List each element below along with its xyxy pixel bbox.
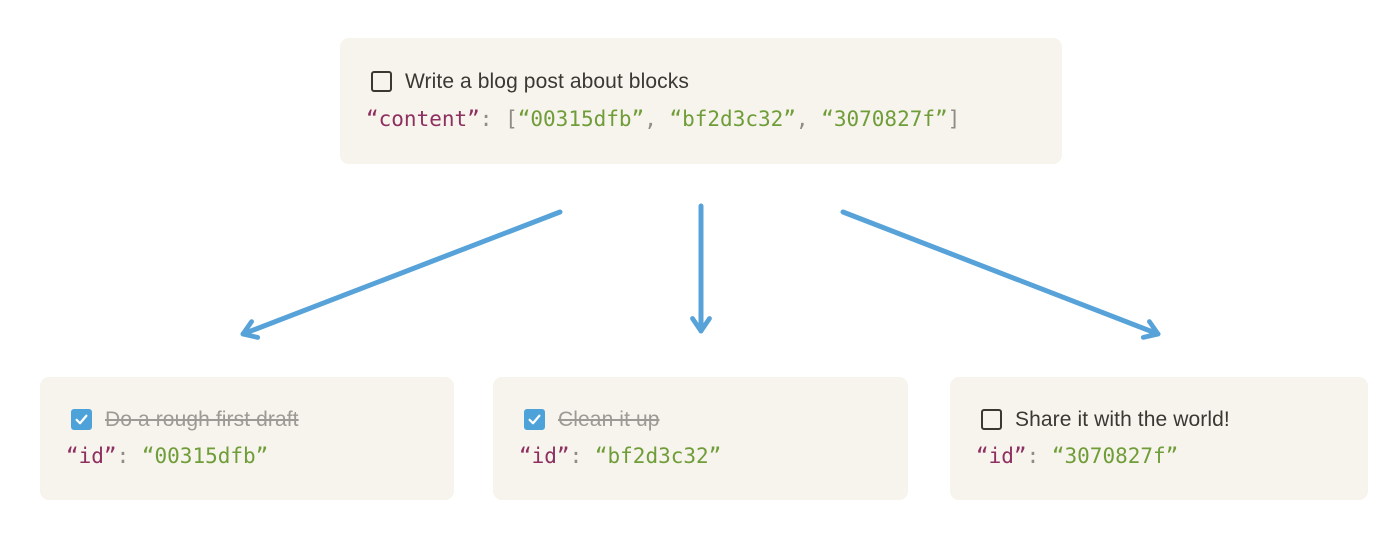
code-close-bracket: ]	[947, 106, 961, 131]
code-value-id: “bf2d3c32”	[594, 444, 722, 469]
todo-row: Share it with the world!	[976, 407, 1342, 431]
child-block-card-2: Clean it up “id”: “bf2d3c32”	[493, 377, 908, 500]
todo-label: Share it with the world!	[1015, 407, 1230, 431]
arrow-to-child-1	[240, 209, 563, 340]
code-colon: :	[116, 444, 142, 469]
code-colon: :	[569, 444, 595, 469]
checkmark-icon	[75, 414, 88, 425]
todo-row: Do a rough first draft	[66, 407, 428, 431]
todo-row: Write a blog post about blocks	[366, 70, 1036, 94]
todo-checkbox[interactable]	[371, 71, 392, 93]
child-block-card-3: Share it with the world! “id”: “3070827f…	[950, 377, 1368, 500]
code-separator: ,	[644, 106, 670, 131]
todo-checkbox[interactable]	[71, 408, 92, 430]
code-value-id: “3070827f”	[1051, 444, 1179, 469]
code-colon: :	[1026, 444, 1052, 469]
todo-label: Do a rough first draft	[105, 407, 299, 431]
code-value-id-1: “00315dfb”	[517, 106, 645, 131]
code-value-id: “00315dfb”	[141, 444, 269, 469]
todo-checkbox[interactable]	[524, 408, 545, 430]
id-code-line: “id”: “3070827f”	[976, 444, 1342, 469]
todo-label: Write a blog post about blocks	[405, 70, 689, 94]
code-value-id-3: “3070827f”	[821, 106, 948, 131]
content-code-line: “content”: [“00315dfb”, “bf2d3c32”, “307…	[366, 107, 1036, 132]
id-code-line: “id”: “bf2d3c32”	[519, 444, 882, 469]
parent-block-card: Write a blog post about blocks “content”…	[340, 38, 1062, 164]
arrow-to-child-3	[840, 209, 1161, 340]
checkmark-icon	[528, 414, 541, 425]
code-key: “id”	[66, 444, 117, 469]
code-key: “id”	[976, 444, 1027, 469]
child-block-card-1: Do a rough first draft “id”: “00315dfb”	[40, 377, 454, 500]
code-key: “id”	[519, 444, 570, 469]
todo-checkbox[interactable]	[981, 408, 1002, 430]
code-open-bracket: [	[505, 106, 518, 131]
code-colon: :	[479, 106, 506, 131]
code-value-id-2: “bf2d3c32”	[669, 106, 796, 131]
code-key: “content”	[366, 106, 480, 131]
id-code-line: “id”: “00315dfb”	[66, 444, 428, 469]
todo-label: Clean it up	[558, 407, 660, 431]
code-separator: ,	[795, 106, 822, 131]
todo-row: Clean it up	[519, 407, 882, 431]
